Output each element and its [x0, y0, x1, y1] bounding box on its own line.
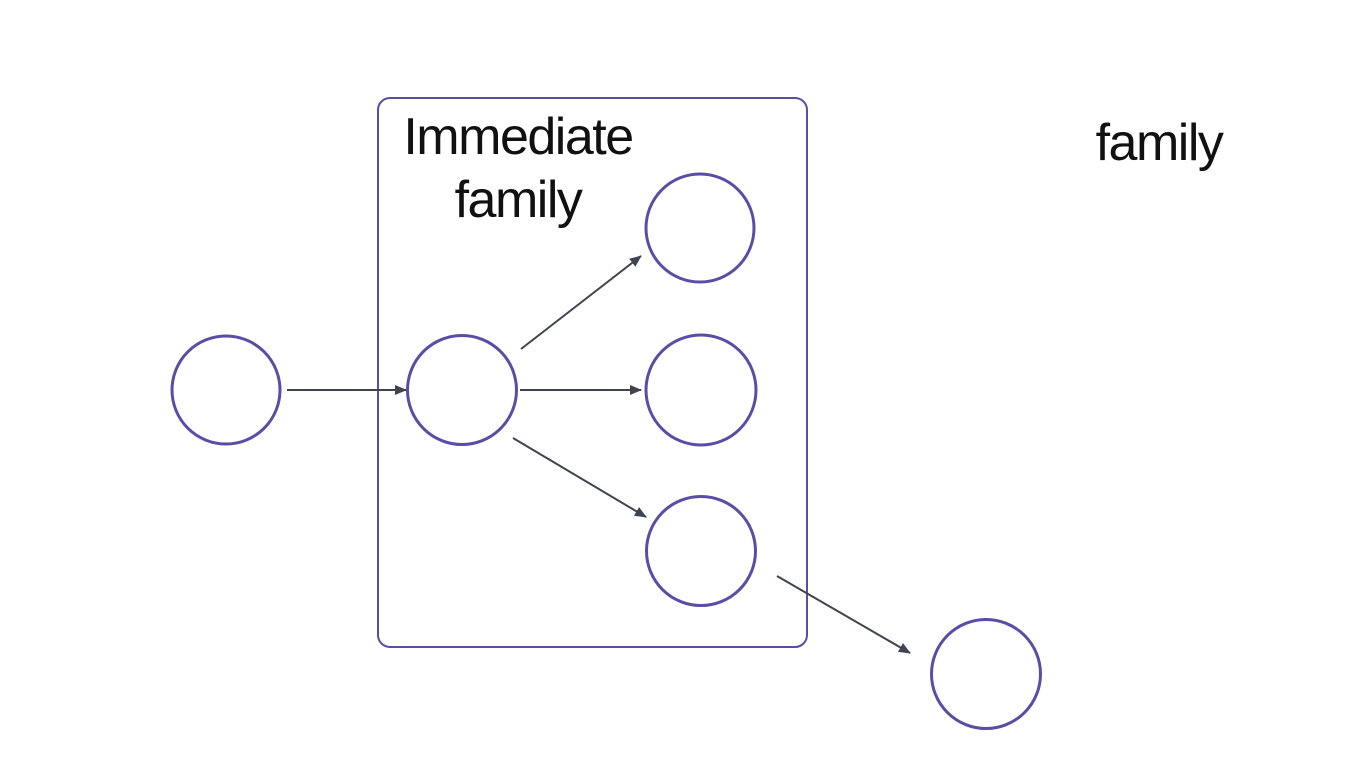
- edge-parent-to-child-top: [520, 255, 642, 350]
- node-outside-left: [170, 334, 282, 446]
- immediate-family-label-line1: Immediate: [403, 108, 634, 166]
- node-child-middle: [644, 333, 758, 447]
- node-child-top: [644, 172, 756, 284]
- immediate-family-label: Immediate family: [338, 106, 698, 232]
- immediate-family-box: [377, 97, 808, 648]
- node-outside-right: [930, 618, 1042, 730]
- node-child-bottom: [645, 495, 757, 607]
- edge-child-bottom-to-outside: [776, 575, 911, 654]
- immediate-family-label-line2: family: [454, 171, 583, 229]
- shapes-layer: [170, 97, 1042, 730]
- edge-parent-to-child-bottom: [512, 437, 647, 518]
- family-label: family: [1095, 114, 1224, 172]
- node-parent: [406, 334, 518, 446]
